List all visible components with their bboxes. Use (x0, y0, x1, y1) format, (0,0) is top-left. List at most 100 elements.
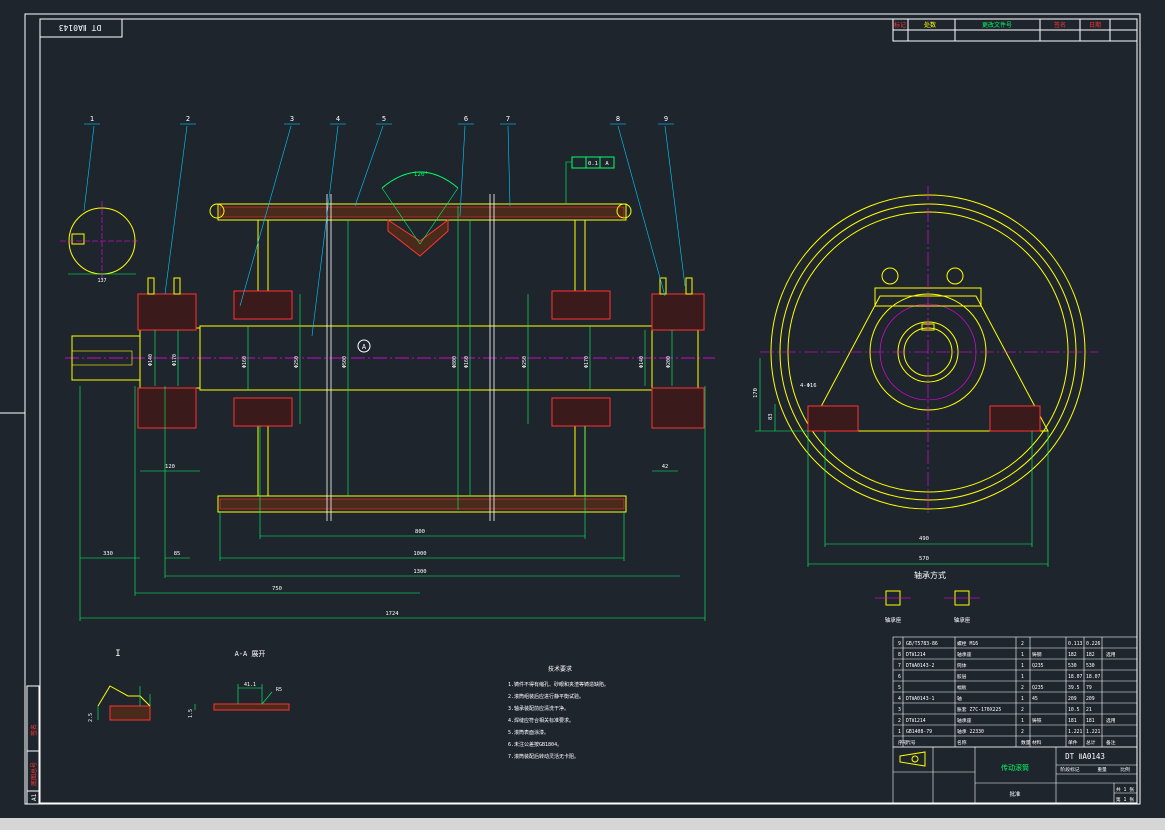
bom-cell: 45 (1032, 696, 1038, 702)
tolerance-value: 0.1 (588, 161, 598, 167)
bom-cell: 胶层 (957, 673, 967, 680)
dim-330: 330 (103, 551, 113, 557)
tolerance-frame (571, 156, 615, 169)
rev-col-3: 更改文件号 (982, 21, 1012, 29)
tech-note-3: 3.轴承装配前应清洗干净。 (508, 705, 569, 712)
key-section-view: 137 (60, 201, 140, 284)
side-strip: A1 底图总号 签名 (26, 685, 40, 805)
bom-cell: 1 (898, 729, 901, 735)
bom-cell: 182 (1086, 652, 1095, 658)
shaft-keyway (71, 350, 133, 366)
bom-header-cell: 备注 (1106, 739, 1116, 746)
title-weight: 重量 (1097, 766, 1107, 773)
shell-bottom (217, 495, 627, 513)
bom-cell: 18.07 (1068, 674, 1083, 680)
callout-6: 6 (464, 115, 468, 123)
svg-text:Φ160: Φ160 (242, 356, 248, 368)
horizontal-dim-labels: 800 1000 1300 750 1724 330 85 120 42 (103, 464, 668, 617)
vertical-dim-labels: Φ140 Φ170 Φ160 Φ250 Φ500 Φ800 Φ160 Φ250 … (148, 354, 672, 368)
bom-cell: 209 (1068, 696, 1077, 702)
dim-120: 120 (165, 464, 175, 470)
dim-angle: 120° (414, 171, 428, 178)
svg-text:Φ160: Φ160 (464, 356, 470, 368)
bom-header-cell: 名称 (957, 739, 967, 746)
bom-cell: 2 (1021, 641, 1024, 647)
bom-cell: GB/T5783-86 (906, 641, 938, 647)
dim-170: 170 (753, 388, 759, 398)
callout-labels: 1 2 3 4 5 6 7 8 9 (90, 115, 668, 123)
bom-cell: 1 (1021, 652, 1024, 658)
bom-cell: 2 (1021, 729, 1024, 735)
bom-cell: 39.5 (1068, 685, 1080, 691)
bom-cell: 181 (1068, 718, 1077, 724)
side-view (755, 186, 1098, 567)
dim-42: 42 (662, 464, 669, 470)
bom-cell: 1.221 (1068, 729, 1083, 735)
rev-col-5: 日期 (1089, 21, 1101, 29)
tolerance-datum: A (605, 161, 609, 167)
side-strip-total: 底图总号 (30, 762, 38, 786)
side-view-labels: 490 570 170 83 4-Φ16 (753, 383, 929, 562)
dim-137: 137 (97, 278, 106, 284)
tech-note-6: 6.未注公差按GB1804。 (508, 741, 562, 748)
bom-cell: 轴承座 (957, 651, 972, 658)
bom-cell: 10.5 (1068, 707, 1080, 713)
bom-table (892, 636, 1138, 748)
title-sheet: 共 1 张 (1116, 786, 1134, 793)
dim-570: 570 (919, 556, 929, 562)
bom-cell: 2 (898, 718, 901, 724)
bom-cell: 1 (1021, 718, 1024, 724)
callout-7: 7 (506, 115, 510, 123)
title-name: 传动滚筒 (1001, 763, 1029, 772)
tech-note-2: 2.滚筒组装后应进行静平衡试验。 (508, 693, 584, 700)
leaders (83, 123, 686, 337)
bom-cell: 9 (898, 641, 901, 647)
install-symbols (875, 590, 980, 606)
rev-col-1: 标记 (894, 21, 906, 29)
svg-text:Φ170: Φ170 (172, 354, 178, 366)
svg-text:Φ140: Φ140 (148, 354, 154, 366)
bom-header-cell: 材料 (1032, 739, 1042, 746)
bom-cell: 1.221 (1086, 729, 1101, 735)
outer-frame (24, 13, 1141, 805)
section-label: A-A 展开 (235, 650, 266, 658)
title-stage: 阶段标记 (1060, 766, 1079, 773)
callout-1: 1 (90, 115, 94, 123)
bom-cell: 209 (1086, 696, 1095, 702)
bom-header-cell: 序号 (898, 739, 908, 746)
bom-cell: 2 (1021, 685, 1024, 691)
rev-col-4: 签名 (1054, 21, 1066, 29)
dim-r5: R5 (276, 687, 282, 693)
svg-text:Φ170: Φ170 (584, 356, 590, 368)
dim-490: 490 (919, 536, 929, 542)
install-left: 轴承座 (885, 616, 902, 624)
dim-15: 1.5 (188, 709, 194, 718)
bom-cell: 轴承座 (957, 717, 972, 724)
dim-41: 41.1 (244, 682, 256, 688)
horizontal-dims (79, 386, 706, 621)
bom-cell: 18.07 (1086, 674, 1101, 680)
tech-note-5: 5.滚筒表面涂漆。 (508, 729, 549, 736)
bom-cell: 选用 (1106, 651, 1116, 658)
bom-cell: 182 (1068, 652, 1077, 658)
svg-text:Φ250: Φ250 (522, 356, 528, 368)
revision-table: 标记 处数 更改文件号 签名 日期 (892, 18, 1138, 42)
bearing-housing-left (137, 277, 197, 429)
bom-cell: Q235 (1032, 685, 1044, 691)
hub-left-top (233, 290, 293, 320)
bom-cell: 3 (898, 707, 901, 713)
rev-col-2: 处数 (924, 21, 936, 29)
svg-text:Φ140: Φ140 (639, 356, 645, 368)
title-sheet-2: 第 1 张 (1116, 796, 1134, 803)
svg-text:Φ200: Φ200 (666, 356, 672, 368)
bom-header-cell: 总计 (1086, 739, 1096, 746)
hub-right-top (551, 290, 611, 320)
svg-text:Φ500: Φ500 (342, 356, 348, 368)
bom-cell: 8 (898, 652, 901, 658)
tech-note-4: 4.焊缝应符合相关标准要求。 (508, 717, 574, 724)
bom-cell: 7 (898, 663, 901, 669)
bom-cell: Q235 (1032, 663, 1044, 669)
bom-cell: 1 (1021, 674, 1024, 680)
callout-8: 8 (616, 115, 620, 123)
side-strip-a1: A1 (31, 793, 38, 801)
